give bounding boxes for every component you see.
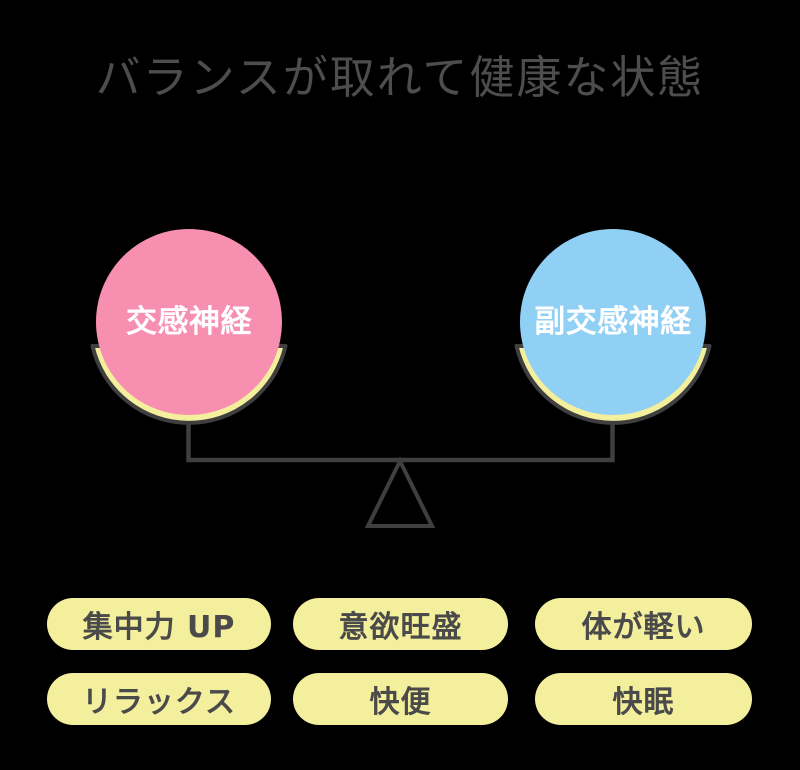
balance-beam bbox=[186, 418, 615, 463]
benefit-pill-relax: リラックス bbox=[47, 673, 271, 725]
benefit-pill-motivation: 意欲旺盛 bbox=[293, 598, 508, 650]
benefit-pill-sleep: 快眠 bbox=[535, 673, 752, 725]
diagram-title: バランスが取れて健康な状態 bbox=[95, 51, 705, 104]
parasympathetic-ball bbox=[520, 229, 706, 415]
benefit-pill-light-body: 体が軽い bbox=[535, 598, 752, 650]
benefit-pill-focus: 集中力 UP bbox=[47, 598, 271, 650]
sympathetic-ball bbox=[96, 229, 282, 415]
fulcrum-triangle bbox=[364, 456, 436, 528]
benefit-pill-bowel: 快便 bbox=[293, 673, 508, 725]
sympathetic-ball-label: 交感神経 bbox=[126, 304, 252, 340]
parasympathetic-ball-label: 副交感神経 bbox=[534, 304, 692, 340]
